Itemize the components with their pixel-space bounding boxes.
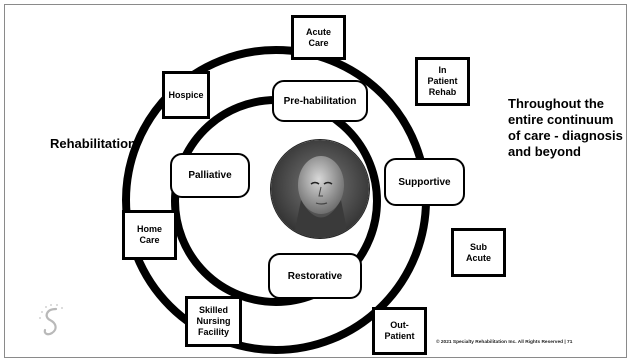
setting-hospice: Hospice: [162, 71, 210, 119]
setting-out-patient: Out- Patient: [372, 307, 427, 355]
setting-inpatient-rehab: In Patient Rehab: [415, 57, 470, 106]
center-portrait: [270, 139, 370, 239]
patient-portrait-image: [271, 140, 369, 238]
phase-supportive: Supportive: [384, 158, 465, 206]
company-logo-icon: [39, 304, 63, 336]
setting-acute-care: Acute Care: [291, 15, 346, 60]
setting-skilled-nursing-facility: Skilled Nursing Facility: [185, 296, 242, 347]
continuum-statement: Throughout the entire continuum of care …: [508, 96, 623, 159]
copyright-footer: © 2021 Specialty Rehabilitation Inc. All…: [436, 340, 573, 345]
setting-sub-acute: Sub Acute: [451, 228, 506, 277]
phase-palliative: Palliative: [170, 153, 250, 198]
slide-title: Rehabilitation: [50, 136, 136, 151]
phase-prehabilitation: Pre-habilitation: [272, 80, 368, 122]
phase-restorative: Restorative: [268, 253, 362, 299]
setting-home-care: Home Care: [122, 210, 177, 260]
